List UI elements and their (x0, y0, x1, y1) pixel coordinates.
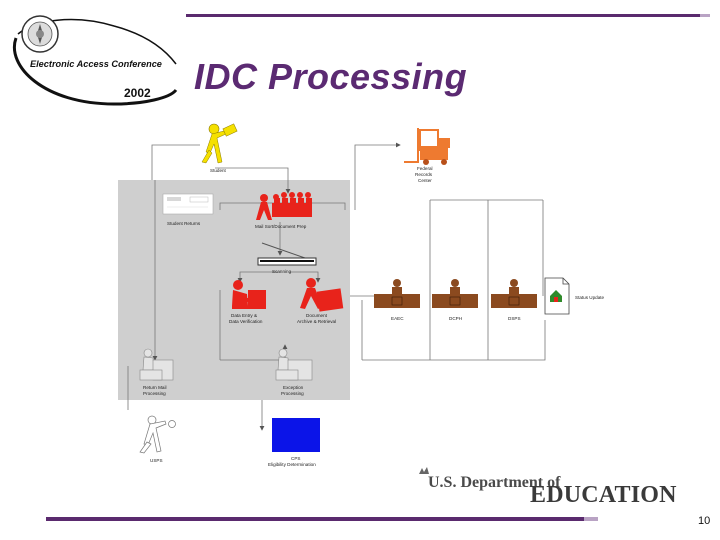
usps-carrier-icon (139, 415, 176, 454)
mail-sort-icon (256, 192, 312, 220)
department-line2: EDUCATION (530, 482, 677, 508)
status-document-icon (544, 277, 570, 315)
return-mail-icon (139, 348, 174, 381)
forklift-icon (404, 128, 450, 165)
label-data-entry-2: Data Verification (229, 319, 263, 324)
label-return-mail-1: Return Mail (143, 385, 167, 390)
label-federal-2: Records (415, 172, 433, 177)
conference-logo: Electronic Access Conference 2002 (13, 15, 178, 106)
student-returns-icon (162, 193, 214, 215)
label-cps-1: CPS (291, 456, 300, 461)
label-archive-1: Document (306, 313, 328, 318)
label-mail-sort: Mail Sort/Document Prep (255, 224, 307, 229)
label-exception-1: Exception (283, 385, 304, 390)
top-rule (186, 14, 706, 17)
office-desk-icon-3 (491, 279, 537, 308)
label-return-mail-2: Processing (143, 391, 166, 396)
label-status-update: Status Update (575, 295, 605, 300)
connector-lines (127, 142, 546, 431)
logo-line2: 2002 (124, 86, 151, 100)
label-archive-2: Archive & Retrieval (297, 319, 336, 324)
top-rule-end (700, 14, 710, 17)
office-desk-icon-1 (374, 279, 420, 308)
label-office-1: EAEC (391, 316, 404, 321)
student-icon (201, 123, 238, 164)
slide-title: IDC Processing (194, 56, 468, 97)
label-office-2: DCPH (449, 316, 462, 321)
label-office-3: DSPS (508, 316, 521, 321)
label-cps-2: Eligibility Determination (268, 462, 316, 467)
label-federal-3: Center (418, 178, 432, 183)
scanner-icon (257, 242, 317, 266)
exception-processing-icon (275, 348, 313, 381)
archive-icon (300, 278, 344, 312)
bottom-rule-end (584, 517, 598, 521)
cps-block (272, 418, 320, 452)
logo-line1: Electronic Access Conference (30, 59, 162, 69)
label-exception-2: Processing (281, 391, 304, 396)
label-scanning: Scanning (272, 269, 292, 274)
label-federal-1: Federal (417, 166, 433, 171)
office-desk-icon-2 (432, 279, 478, 308)
label-student-returns: Student Returns (167, 221, 201, 226)
department-line1: U.S. Department of (428, 474, 561, 491)
bottom-rule (46, 517, 590, 521)
label-usps: USPS (150, 458, 163, 463)
label-student: Student (210, 168, 227, 173)
department-seal-icon (21, 15, 59, 53)
data-entry-icon (232, 280, 266, 309)
education-seal-icon (419, 467, 429, 474)
label-data-entry-1: Data Entry & (231, 313, 257, 318)
page-number: 10 (698, 515, 711, 527)
